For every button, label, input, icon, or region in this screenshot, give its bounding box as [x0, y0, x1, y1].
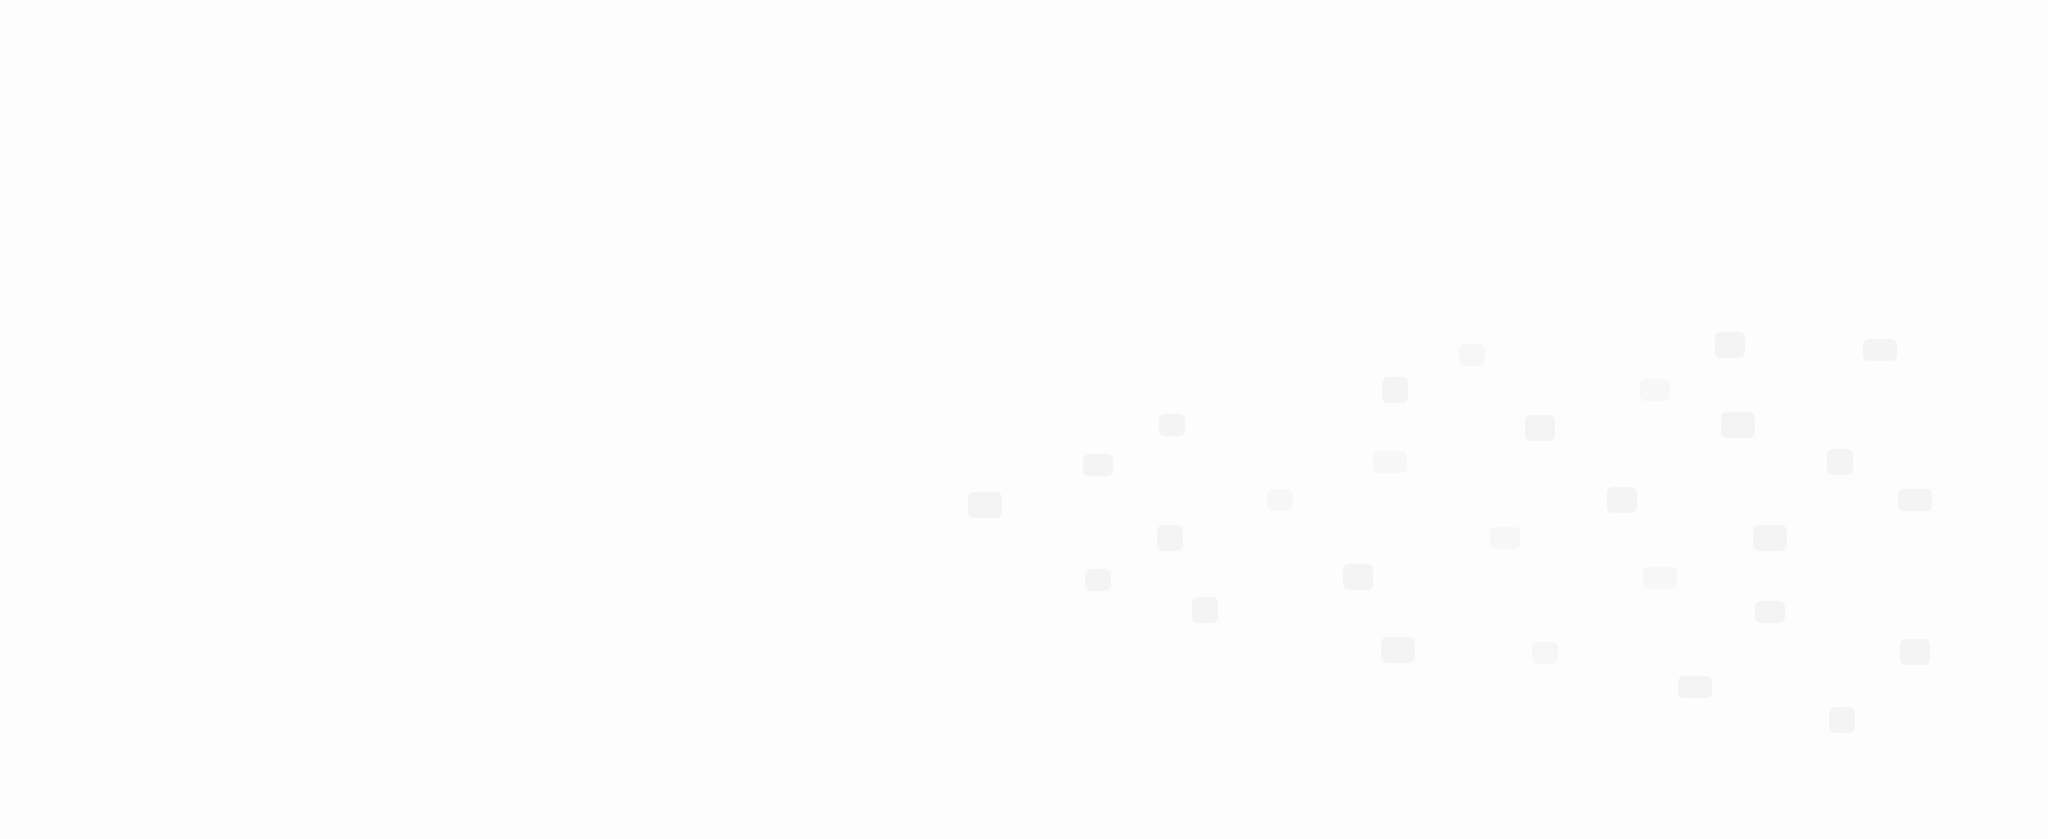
decorative-dot: [1459, 344, 1485, 366]
decorative-dot: [1159, 414, 1185, 436]
decorative-dot: [1829, 707, 1855, 733]
decorative-dot: [1898, 489, 1932, 511]
decorative-dot: [1643, 567, 1677, 589]
dot-group: [968, 332, 1932, 733]
decorative-dot: [1721, 412, 1755, 438]
decorative-dot: [1532, 642, 1558, 664]
decorative-dot: [1607, 487, 1637, 513]
decorative-dot: [1267, 489, 1293, 511]
decorative-dot: [1085, 569, 1111, 591]
decorative-dot: [1083, 454, 1113, 476]
decorative-dot: [1678, 676, 1712, 698]
decorative-dot: [1640, 379, 1670, 401]
decorative-dot: [1900, 639, 1930, 665]
decorative-dot: [1863, 339, 1897, 361]
decorative-dot: [1755, 601, 1785, 623]
decorative-dot: [968, 492, 1002, 518]
decorative-dot: [1157, 525, 1183, 551]
decorative-dot: [1753, 525, 1787, 551]
decorative-dot: [1715, 332, 1745, 358]
decorative-dot: [1382, 377, 1408, 403]
decorative-dot: [1490, 527, 1520, 549]
decorative-dot: [1381, 637, 1415, 663]
decorative-dot: [1525, 415, 1555, 441]
decorative-dot: [1373, 451, 1407, 473]
decorative-dot: [1827, 449, 1853, 475]
decorative-dot: [1343, 564, 1373, 590]
decorative-dot: [1192, 597, 1218, 623]
